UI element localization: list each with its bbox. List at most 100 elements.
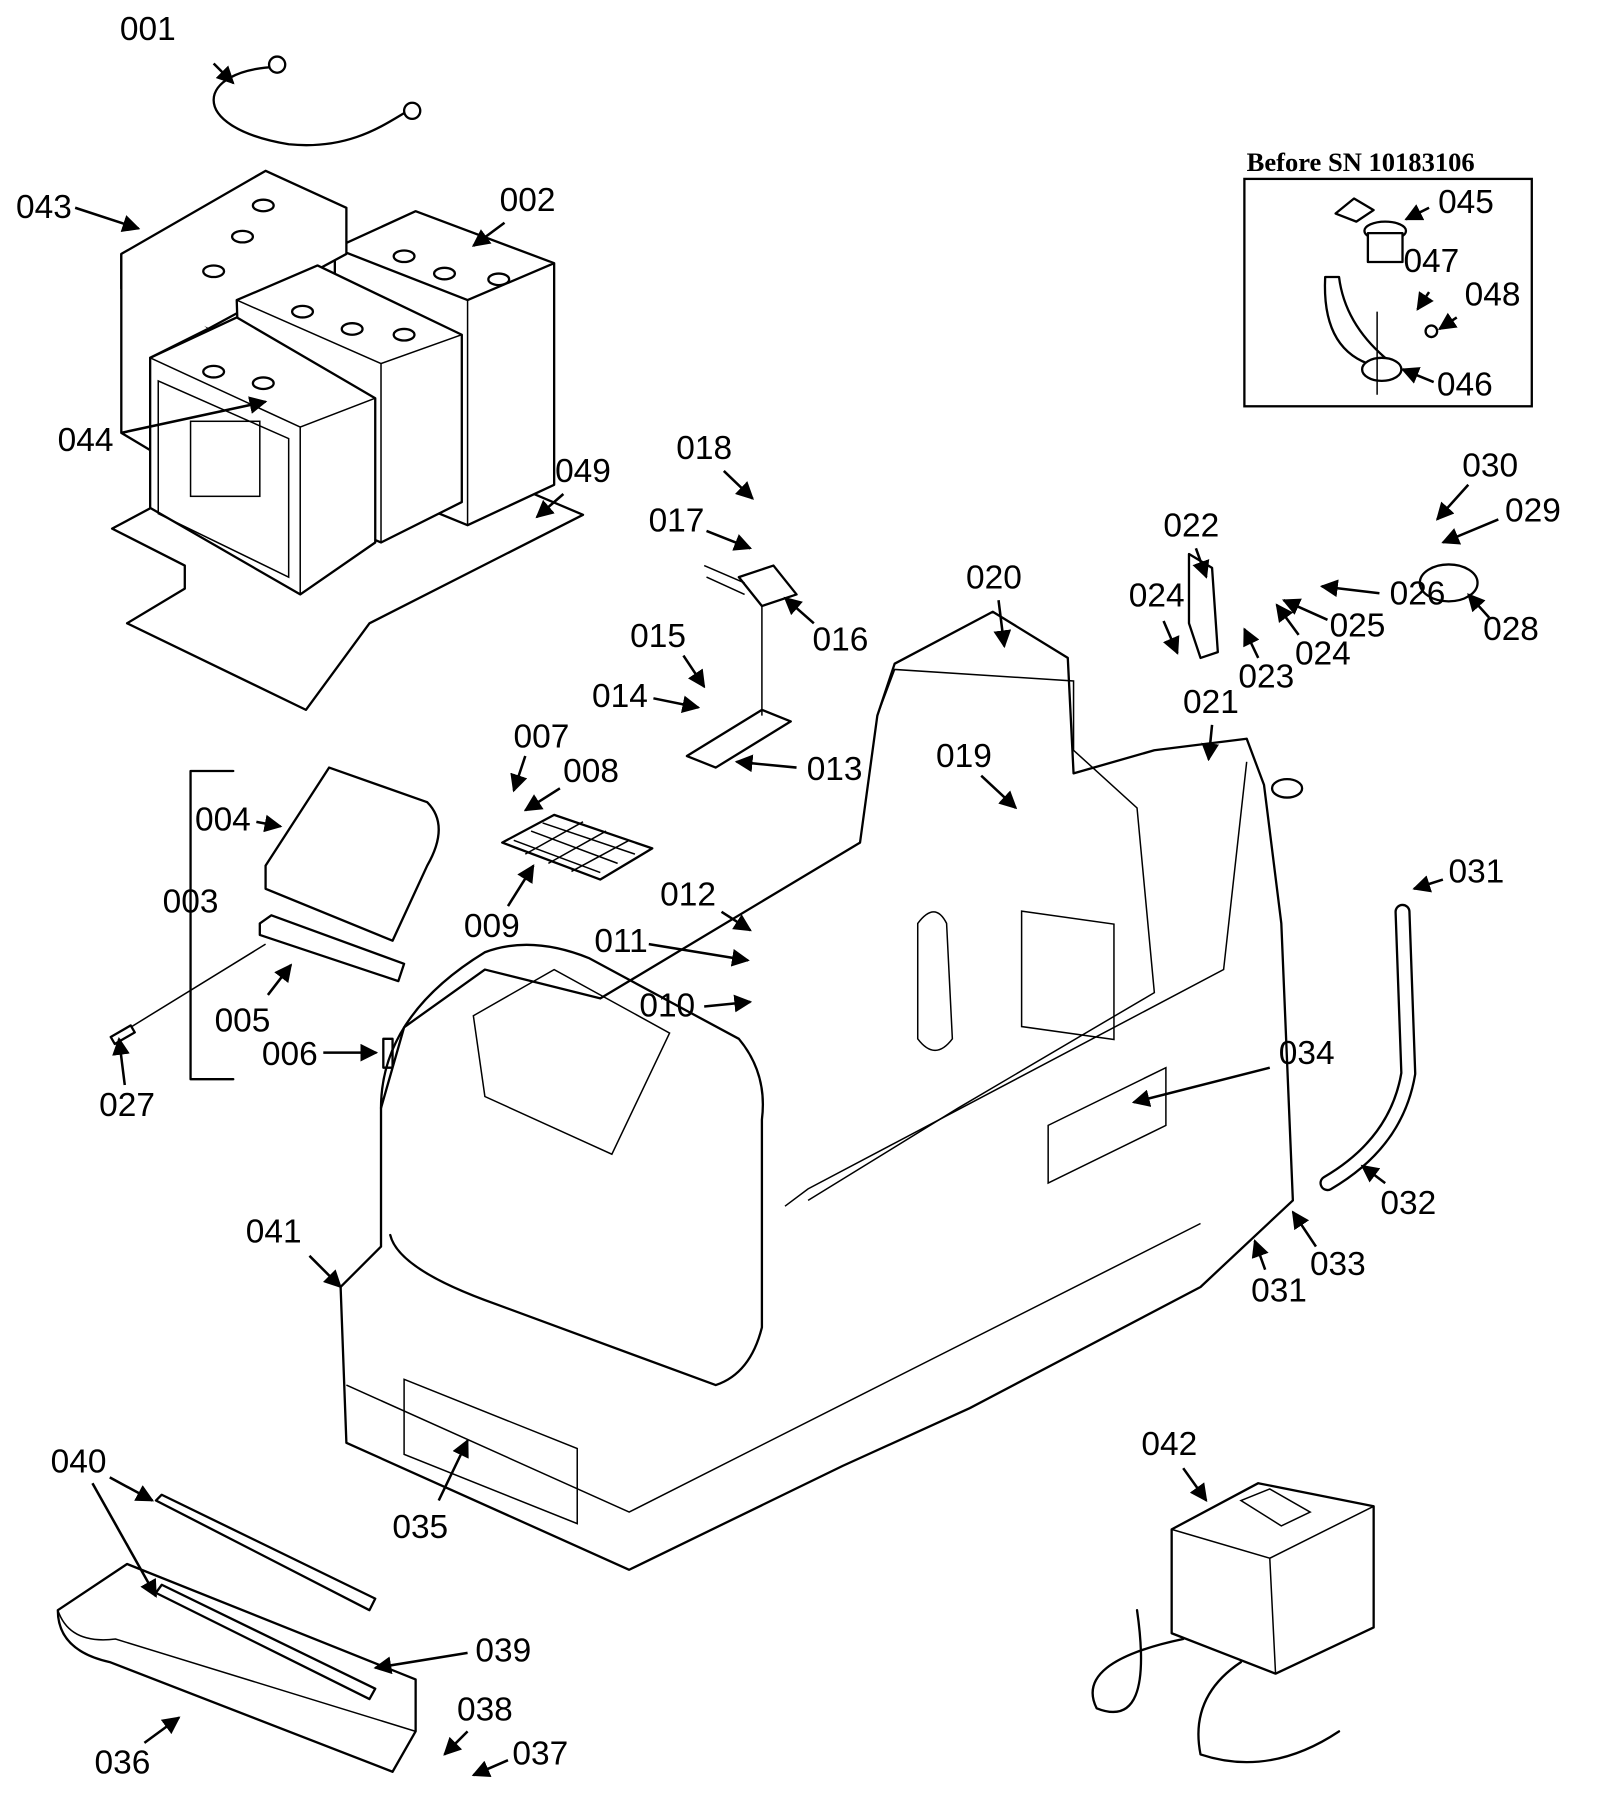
callout-013: 013: [807, 751, 863, 788]
leader-arrow-015: [682, 654, 706, 689]
leader-arrow-036: [143, 1716, 181, 1744]
battery-cable-001: [212, 55, 422, 147]
leader-arrow-041: [308, 1254, 342, 1289]
leader-arrow-040: [109, 1476, 155, 1502]
leader-arrow-027: [112, 1037, 130, 1086]
callout-042: 042: [1141, 1426, 1197, 1463]
leader-arrow-029: [1441, 518, 1499, 545]
bracket-013: [685, 708, 792, 769]
leader-arrow-030: [1435, 483, 1470, 521]
callout-018: 018: [676, 430, 732, 467]
leader-arrow-011: [648, 942, 750, 967]
leader-arrow-044: [121, 396, 268, 435]
callout-040: 040: [51, 1443, 107, 1480]
strip-040: [154, 1583, 377, 1701]
callout-044: 044: [58, 422, 114, 459]
callout-024: 024: [1129, 578, 1185, 615]
leader-arrow-034: [1131, 1066, 1271, 1107]
inset-title: Before SN 10183106: [1247, 147, 1475, 177]
callout-026: 026: [1390, 575, 1446, 612]
pin-027: [109, 1024, 136, 1046]
callout-004: 004: [195, 802, 251, 839]
inset-frame: [1243, 177, 1533, 408]
callout-025: 025: [1330, 608, 1386, 645]
leader-arrow-046: [1400, 367, 1435, 384]
leader-arrow-007: [510, 755, 528, 793]
strip-040: [154, 1493, 377, 1612]
callout-035: 035: [392, 1509, 448, 1546]
leader-arrow-016: [783, 596, 815, 625]
callout-030: 030: [1462, 447, 1518, 484]
leader-arrow-023: [1243, 627, 1260, 659]
leader-arrow-018: [722, 470, 754, 500]
callout-011: 011: [594, 923, 647, 960]
callout-002: 002: [500, 182, 556, 219]
leader-arrow-002: [471, 221, 506, 247]
leader-arrow-028: [1467, 593, 1491, 619]
callout-041: 041: [246, 1214, 302, 1251]
callout-032: 032: [1380, 1185, 1436, 1222]
tank-body-041: [339, 610, 1304, 1571]
callout-019: 019: [936, 738, 992, 775]
seat-cushion-004: [264, 766, 440, 942]
leader-arrow-008: [523, 787, 561, 812]
callout-017: 017: [649, 503, 705, 540]
callout-036: 036: [95, 1745, 151, 1782]
leader-arrow-005: [266, 963, 293, 996]
leader-arrow-024: [1275, 603, 1300, 636]
callout-028: 028: [1483, 611, 1539, 648]
callout-010: 010: [639, 987, 695, 1024]
callout-037: 037: [512, 1735, 568, 1772]
leader-arrow-010: [704, 994, 753, 1013]
callout-029: 029: [1505, 492, 1561, 529]
callout-045: 045: [1438, 184, 1494, 221]
leader-arrow-042: [1182, 1467, 1208, 1502]
callout-049: 049: [555, 453, 611, 490]
cap-028: [1418, 563, 1479, 603]
callout-022: 022: [1163, 507, 1219, 544]
callout-021: 021: [1183, 684, 1239, 721]
callout-001: 001: [120, 11, 176, 48]
leader-arrow-013: [734, 754, 797, 773]
leader-arrow-012: [720, 910, 752, 932]
callout-016: 016: [812, 622, 868, 659]
callout-031: 031: [1448, 854, 1504, 891]
leader-arrow-048: [1437, 312, 1458, 331]
leader-arrow-043: [74, 206, 141, 233]
leader-arrow-039: [373, 1651, 468, 1675]
leader-arrow-049: [535, 493, 565, 519]
leader-arrow-019: [980, 774, 1018, 810]
callout-027: 027: [99, 1087, 155, 1124]
leader-arrow-047: [1416, 291, 1434, 311]
leader-arrow-022: [1192, 547, 1210, 579]
callout-043: 043: [16, 189, 72, 226]
callout-012: 012: [660, 877, 716, 914]
hinge-005: [258, 914, 406, 983]
callout-039: 039: [475, 1633, 531, 1670]
leader-arrow-014: [653, 695, 701, 714]
leader-arrow-031: [1251, 1239, 1269, 1271]
callout-038: 038: [457, 1692, 513, 1729]
leader-arrow-026: [1319, 579, 1380, 598]
seat-assembly-bracket-003: [189, 769, 235, 1081]
step-tray-036: [56, 1493, 417, 1773]
callout-024: 024: [1295, 635, 1351, 672]
callout-031: 031: [1251, 1273, 1307, 1310]
callout-015: 015: [630, 618, 686, 655]
charger-042: [1091, 1482, 1375, 1764]
leader-arrow-024: [1162, 620, 1180, 655]
leader-arrow-033: [1291, 1210, 1318, 1248]
callout-034: 034: [1279, 1035, 1335, 1072]
hose-032: [1319, 903, 1417, 1192]
callout-023: 023: [1238, 659, 1294, 696]
leader-arrow-017: [706, 529, 753, 551]
leader-arrow-001: [212, 62, 235, 85]
leader-arrow-004: [256, 814, 283, 833]
callout-003: 003: [163, 884, 219, 921]
leader-arrow-038: [443, 1730, 469, 1756]
leader-arrow-021: [1201, 724, 1220, 762]
callout-046: 046: [1437, 367, 1493, 404]
drain-plug-045: [1334, 197, 1375, 223]
callout-048: 048: [1465, 276, 1521, 313]
